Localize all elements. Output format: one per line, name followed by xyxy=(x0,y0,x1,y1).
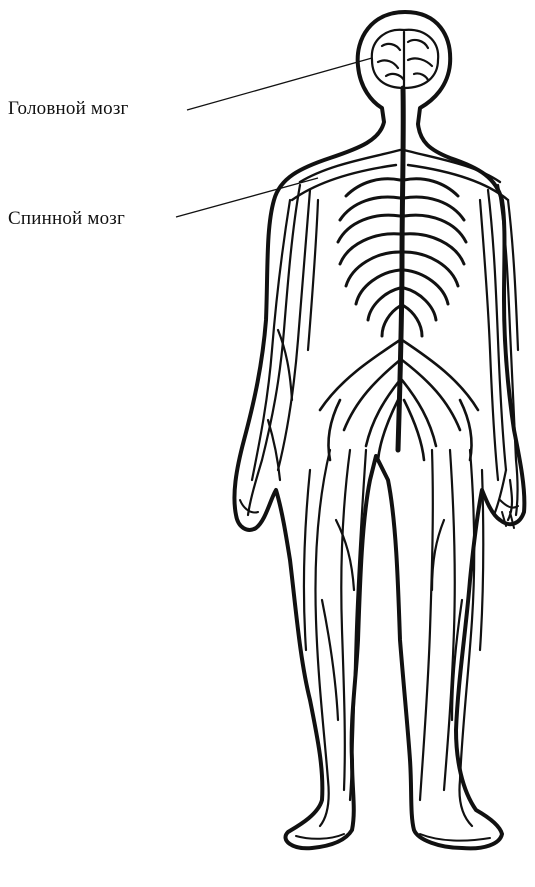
left-arm-nerves xyxy=(248,185,318,515)
right-leg-nerves xyxy=(420,450,483,826)
brain-drawing xyxy=(372,30,438,88)
brain-label: Головной мозг xyxy=(8,98,129,120)
body-outline xyxy=(234,12,524,848)
feet xyxy=(296,834,490,841)
spinal-cord-label: Спинной мозг xyxy=(8,208,125,230)
brain-leader-line xyxy=(187,58,372,110)
shoulder-nerves xyxy=(292,150,508,200)
left-leg-nerves xyxy=(304,450,366,826)
right-arm-nerves xyxy=(480,185,518,520)
